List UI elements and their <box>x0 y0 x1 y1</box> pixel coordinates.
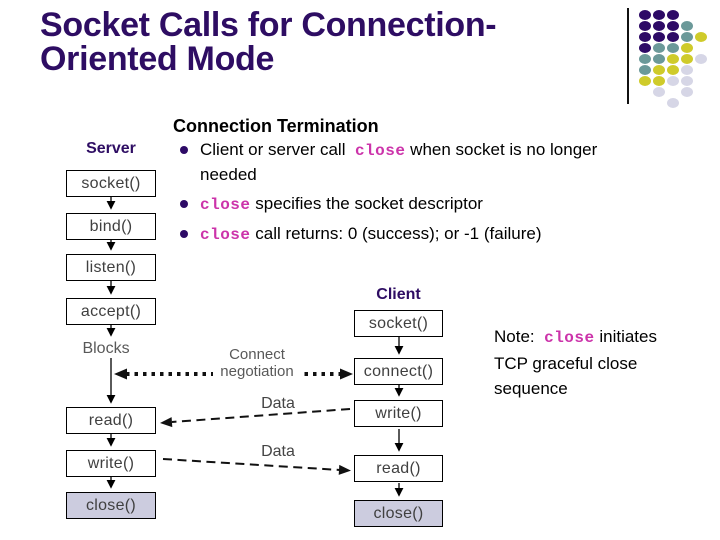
data-label-bottom: Data <box>261 443 295 460</box>
client-read-box: read() <box>354 455 443 482</box>
server-bind-box: bind() <box>66 213 156 240</box>
bullet-text: close call returns: 0 (success); or -1 (… <box>200 224 542 244</box>
data-arrow-client-to-server <box>160 408 351 428</box>
deco-dot <box>653 54 665 64</box>
deco-dot <box>667 65 679 75</box>
bullet-item: close call returns: 0 (success); or -1 (… <box>173 222 689 247</box>
bullet-item: Client or server call close when socket … <box>173 138 689 187</box>
client-close-box: close() <box>354 500 443 527</box>
server-accept-box: accept() <box>66 298 156 325</box>
deco-dot <box>653 21 665 31</box>
text-run: when socket is no longer <box>405 140 598 159</box>
text-run: needed <box>200 165 257 184</box>
bullet-list: Client or server call close when socket … <box>173 138 689 247</box>
slide-title: Socket Calls for Connection- Oriented Mo… <box>40 8 620 76</box>
text-run: TCP graceful close <box>494 354 638 373</box>
deco-dot <box>681 87 693 97</box>
text-run: call returns: 0 (success); or -1 (failur… <box>250 224 542 243</box>
server-read-box: read() <box>66 407 156 434</box>
data-arrow-server-to-client <box>162 458 351 475</box>
deco-dot <box>653 65 665 75</box>
deco-dot <box>639 65 651 75</box>
deco-dot <box>667 76 679 86</box>
connect-negotiation-line1: Connect <box>229 346 285 363</box>
text-run: Note: <box>494 327 545 346</box>
deco-dot <box>653 87 665 97</box>
deco-dot <box>653 32 665 42</box>
server-socket-box: socket() <box>66 170 156 197</box>
connect-negotiation-line2: negotiation <box>220 363 294 380</box>
blocks-label: Blocks <box>82 340 130 357</box>
deco-dot <box>681 32 693 42</box>
bullet-icon <box>180 230 188 238</box>
deco-vertical-rule <box>627 8 629 104</box>
dashed-line <box>162 458 341 471</box>
text-run: specifies the socket descriptor <box>250 194 483 213</box>
deco-dot <box>653 10 665 20</box>
client-write-box: write() <box>354 400 443 427</box>
deco-dot <box>667 10 679 20</box>
deco-dot <box>639 32 651 42</box>
deco-dot <box>681 65 693 75</box>
text-run: initiates <box>594 327 657 346</box>
close-keyword: close <box>200 196 251 214</box>
deco-dot <box>681 54 693 64</box>
bullet-icon <box>180 146 188 154</box>
deco-dot <box>667 98 679 108</box>
deco-dot <box>667 54 679 64</box>
deco-dot <box>667 43 679 53</box>
server-close-box: close() <box>66 492 156 519</box>
deco-dot <box>695 32 707 42</box>
close-keyword: close <box>200 226 251 244</box>
bullet-item: close specifies the socket descriptor <box>173 192 689 217</box>
deco-dot <box>695 54 707 64</box>
deco-dot <box>639 43 651 53</box>
deco-dot <box>639 10 651 20</box>
client-connect-box: connect() <box>354 358 443 385</box>
server-write-box: write() <box>66 450 156 477</box>
deco-dot <box>667 21 679 31</box>
arrowhead-left <box>160 417 173 428</box>
client-label: Client <box>376 286 421 303</box>
deco-dot <box>639 21 651 31</box>
bullet-text: close specifies the socket descriptor <box>200 194 483 214</box>
arrowhead-left <box>114 368 127 380</box>
bullet-icon <box>180 200 188 208</box>
dashed-line <box>171 408 351 423</box>
deco-dot <box>681 43 693 53</box>
close-keyword: close <box>544 329 595 347</box>
deco-dot <box>639 76 651 86</box>
deco-dot <box>667 32 679 42</box>
deco-dot <box>653 43 665 53</box>
client-socket-box: socket() <box>354 310 443 337</box>
close-keyword: close <box>354 142 406 160</box>
server-label: Server <box>86 140 136 157</box>
arrowhead-right <box>338 464 351 475</box>
deco-dot <box>681 21 693 31</box>
connect-negotiation-arrow <box>114 368 353 380</box>
deco-dot <box>639 54 651 64</box>
bullet-text: Client or server call close when socket … <box>200 140 597 184</box>
connect-negotiation-label: Connect negotiation <box>213 345 301 381</box>
slide-title-line2: Oriented Mode <box>40 40 275 78</box>
data-label-top: Data <box>261 395 295 412</box>
deco-dot <box>653 76 665 86</box>
arrowhead-right <box>340 368 353 380</box>
text-run: Client or server call <box>200 140 355 159</box>
text-run: sequence <box>494 379 568 398</box>
deco-dot-grid <box>639 10 719 114</box>
server-listen-box: listen() <box>66 254 156 281</box>
content-heading: Connection Termination <box>173 116 379 136</box>
slide-title-line1: Socket Calls for Connection- <box>40 6 497 44</box>
deco-dot <box>681 76 693 86</box>
content-block: Connection Termination Client or server … <box>173 114 689 247</box>
